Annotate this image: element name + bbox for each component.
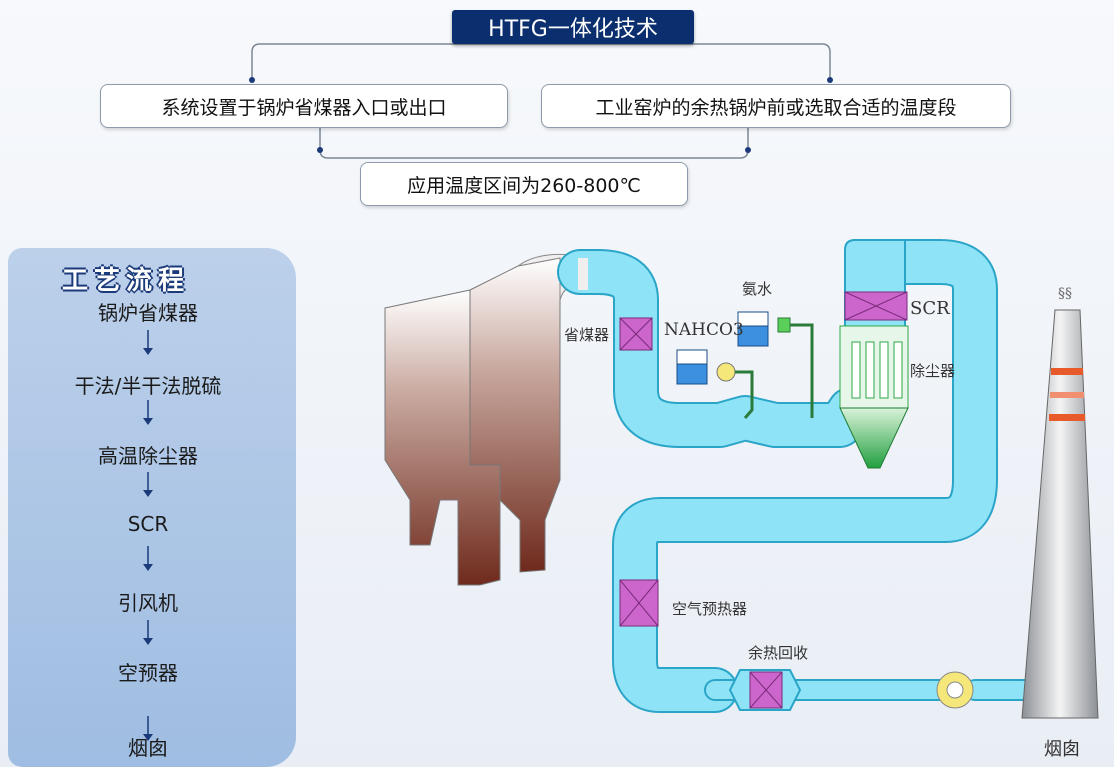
header-connectors	[249, 43, 833, 159]
process-flow-panel	[8, 248, 296, 767]
step-dust-collector: 高温除尘器	[98, 444, 198, 468]
arrow-down-icon	[143, 330, 153, 355]
step-air-preheater: 空预器	[118, 661, 178, 685]
heat-recovery-block	[728, 669, 802, 711]
step-economizer: 锅炉省煤器	[98, 301, 198, 325]
economizer-block	[619, 317, 653, 351]
chimney	[1021, 309, 1099, 719]
label-air-preheater: 空气预热器	[672, 600, 748, 618]
label-ammonia: 氨水	[742, 280, 773, 298]
arrow-down-icon	[143, 716, 153, 741]
location-box-kiln: 工业窑炉的余热锅炉前或选取合适的温度段	[541, 84, 1011, 128]
process-flow-title: 工艺流程	[62, 266, 191, 296]
main-title: HTFG一体化技术	[452, 10, 694, 44]
smoke-icon: §§	[1058, 286, 1072, 302]
step-scr: SCR	[127, 512, 169, 536]
label-dust-collector: 除尘器	[910, 362, 956, 380]
temperature-range-box: 应用温度区间为260-800℃	[360, 162, 688, 206]
step-induced-fan: 引风机	[118, 591, 178, 615]
step-chimney: 烟囱	[128, 736, 168, 760]
location-box-boiler: 系统设置于锅炉省煤器入口或出口	[100, 84, 508, 128]
label-nahco3: NAHCO3	[664, 320, 744, 340]
arrow-down-icon	[143, 620, 153, 645]
label-heat-recovery: 余热回收	[748, 644, 809, 662]
scr-dust-collector	[839, 239, 909, 469]
arrow-down-icon	[143, 400, 153, 425]
label-chimney: 烟囱	[1044, 739, 1080, 760]
arrow-down-icon	[143, 546, 153, 571]
nahco3-dosing	[676, 349, 754, 419]
label-economizer: 省煤器	[564, 326, 610, 344]
arrow-down-icon	[143, 472, 153, 497]
air-preheater-block	[619, 579, 659, 627]
boiler	[384, 253, 581, 586]
label-scr: SCR	[910, 298, 950, 319]
ammonia-dosing	[737, 311, 814, 418]
induced-fan	[936, 671, 974, 709]
step-desulfurization: 干法/半干法脱硫	[74, 374, 222, 398]
